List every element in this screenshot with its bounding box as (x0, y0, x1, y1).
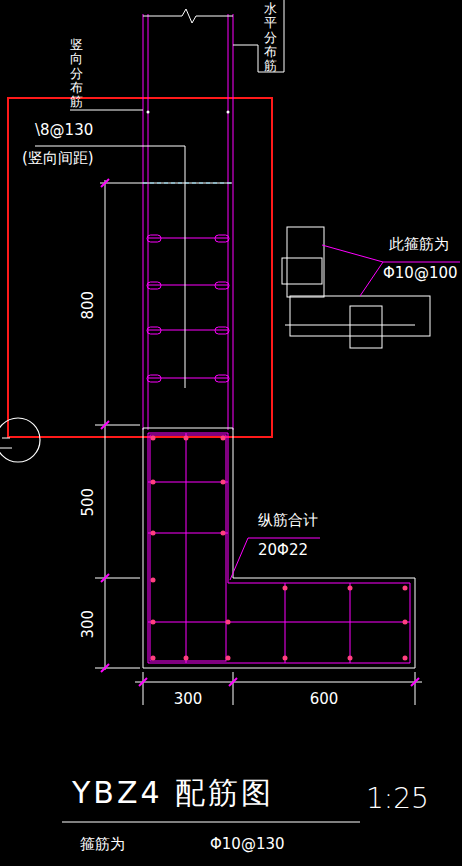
rebar-dot (221, 531, 226, 536)
dimension-text: 800 (80, 291, 97, 320)
note-text: 1:25 (366, 784, 429, 815)
rebar-dot (348, 586, 353, 591)
rebar-dot (226, 620, 231, 625)
note-text: Φ10@100 (383, 265, 458, 282)
rebar-dot (151, 578, 156, 583)
rebar-dot (348, 656, 353, 661)
drawing-title: YBZ4 配筋图 (72, 776, 274, 809)
dimension-text: 500 (80, 488, 97, 517)
rebar-dot (221, 480, 226, 485)
note-text: 20Φ22 (258, 542, 308, 559)
rebar-dot (283, 586, 288, 591)
note-text: 此箍筋为 (389, 236, 449, 253)
note-text: (竖向间距) (22, 150, 94, 167)
note-text: 纵筋合计 (258, 512, 318, 529)
dimension-text: 300 (174, 691, 203, 708)
dimension-text: 300 (80, 610, 97, 639)
rebar-dot (151, 480, 156, 485)
rebar-dot (403, 656, 408, 661)
rebar-dot (403, 620, 408, 625)
rebar-dot (226, 656, 231, 661)
rebar-label: 竖向分布筋 (70, 38, 83, 109)
rebar-dot (283, 656, 288, 661)
rebar-dot (184, 436, 189, 441)
rebar-dot (184, 656, 189, 661)
rebar-dot (151, 656, 156, 661)
rebar-dot (151, 531, 156, 536)
rebar-dot (221, 436, 226, 441)
note-text: \8@130 (35, 122, 93, 139)
rebar-label: 水平分布筋 (264, 2, 277, 73)
rebar-dot (151, 620, 156, 625)
note-text: 箍筋为 (80, 836, 125, 853)
note-text: Φ10@130 (210, 836, 285, 853)
dimension-text: 600 (310, 691, 339, 708)
rebar-dot (403, 586, 408, 591)
rebar-dot (151, 436, 156, 441)
